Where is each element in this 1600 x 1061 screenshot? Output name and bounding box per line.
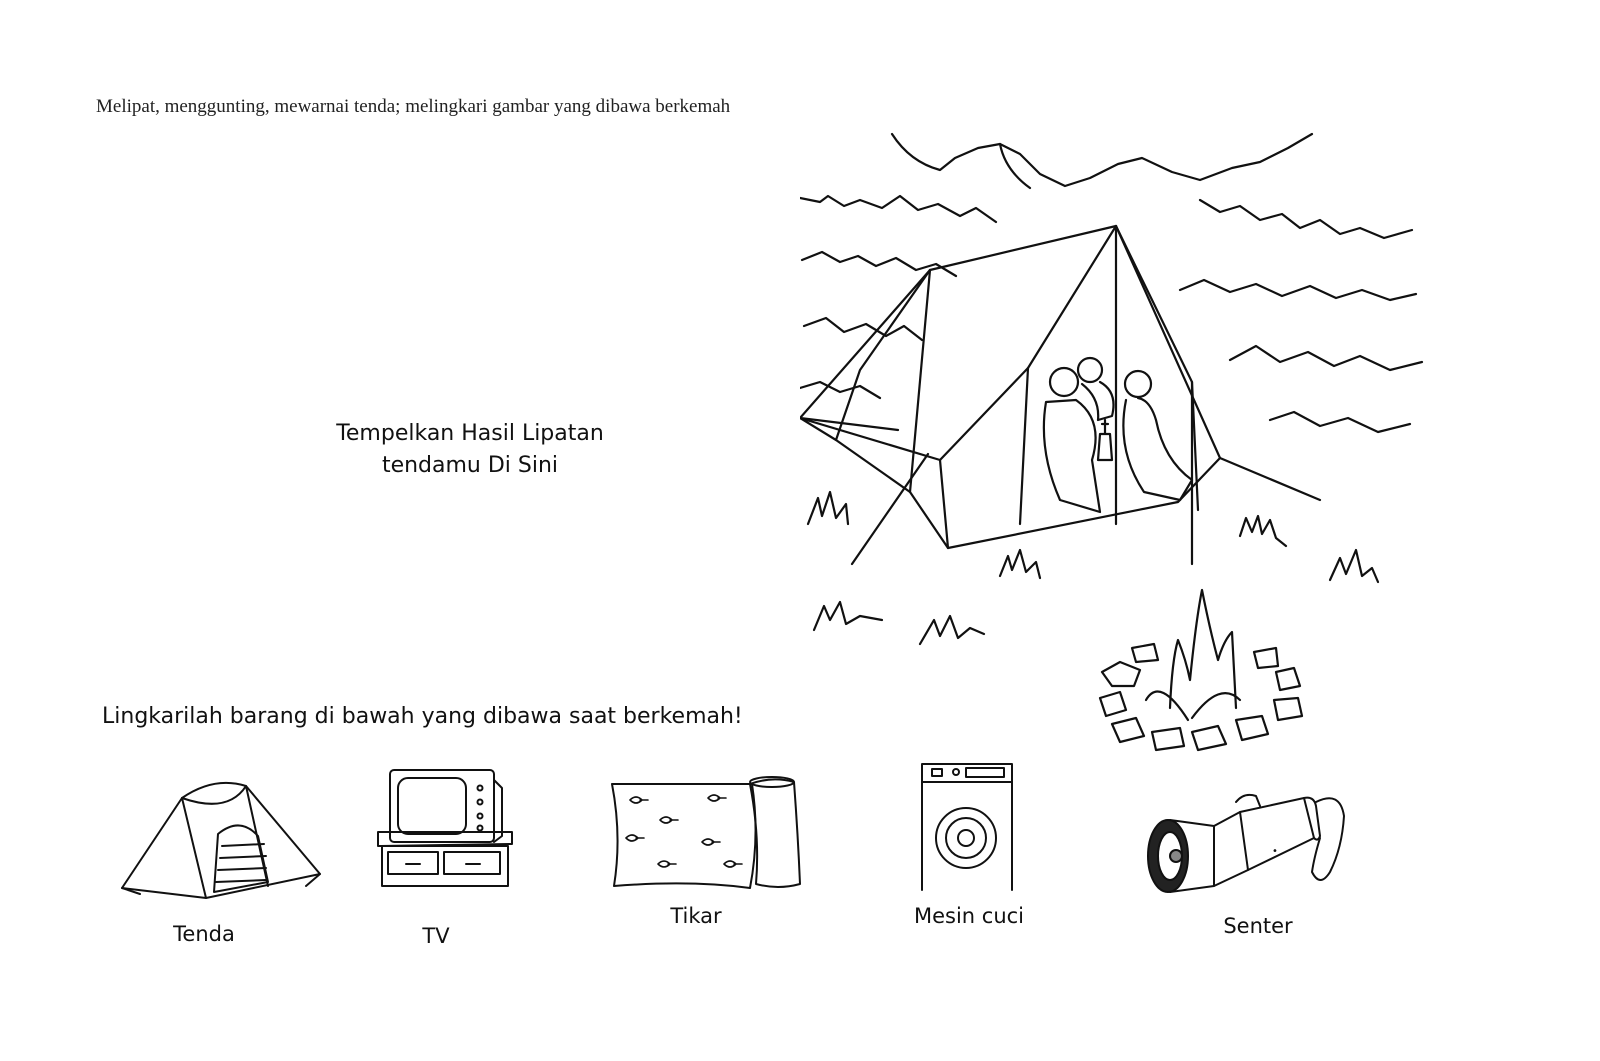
- camping-scene-illustration: [800, 120, 1430, 760]
- tree-line-right: [1200, 200, 1412, 238]
- item-label-tv: TV: [422, 924, 450, 948]
- task-heading: Lingkarilah barang di bawah yang dibawa …: [102, 704, 743, 729]
- paste-area: Tempelkan Hasil Lipatan tendamu Di Sini: [300, 418, 640, 482]
- mountain-outline: [892, 134, 1312, 186]
- campfire-stones: [1100, 644, 1302, 750]
- item-label-tikar: Tikar: [670, 904, 722, 928]
- item-label-mesin-cuci: Mesin cuci: [913, 904, 1025, 928]
- instruction-text: Melipat, menggunting, mewarnai tenda; me…: [96, 96, 731, 117]
- tree-line-left: [800, 196, 996, 222]
- person-head: [1050, 368, 1078, 396]
- flashlight-icon[interactable]: •: [1144, 792, 1346, 900]
- dome-tent-icon[interactable]: [118, 776, 324, 900]
- washing-machine-icon[interactable]: [918, 760, 1016, 894]
- camp-tent-outline: [800, 226, 1220, 548]
- grass-tuft: [808, 492, 848, 524]
- item-label-tenda: Tenda: [173, 922, 235, 946]
- paste-area-line-1: Tempelkan Hasil Lipatan: [336, 421, 604, 446]
- lantern: [1098, 420, 1112, 460]
- svg-text:•: •: [1272, 846, 1278, 857]
- item-label-senter: Senter: [1223, 914, 1293, 938]
- mat-icon[interactable]: [610, 776, 804, 890]
- paste-area-line-2: tendamu Di Sini: [381, 453, 559, 478]
- campfire-flames: [1170, 590, 1236, 708]
- television-icon[interactable]: [374, 766, 516, 890]
